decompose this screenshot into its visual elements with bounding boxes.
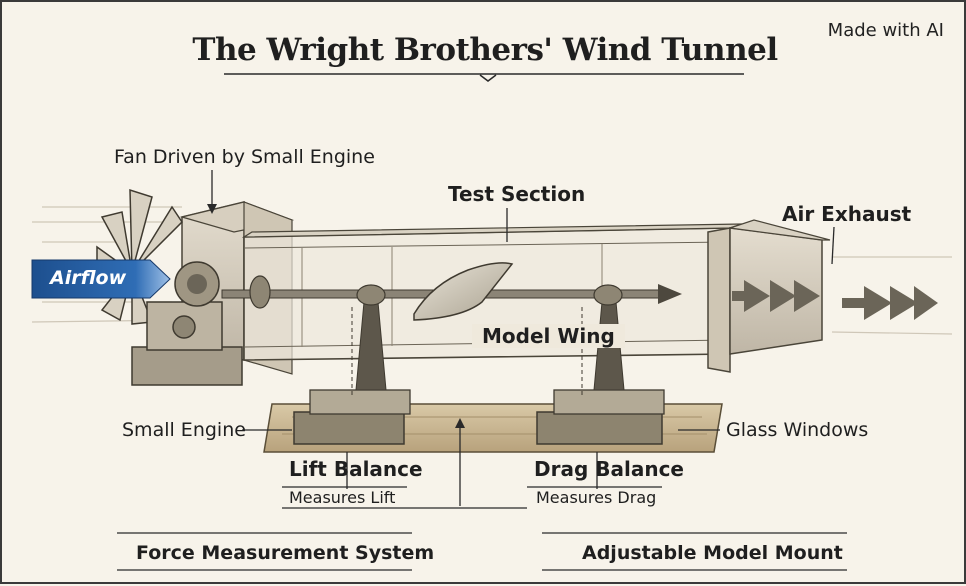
label-drag-sub: Measures Drag <box>536 488 657 507</box>
label-fan: Fan Driven by Small Engine <box>114 146 375 168</box>
small-engine-machine <box>131 261 271 386</box>
leader-lines <box>117 170 847 571</box>
diagram-title: The Wright Brothers' Wind Tunnel <box>192 32 778 68</box>
label-lift-balance: Lift Balance <box>289 457 423 481</box>
airflow-streaks <box>31 206 953 335</box>
model-wing-shape <box>413 262 514 321</box>
force-pointer <box>455 418 465 428</box>
title-underline <box>224 73 744 82</box>
exhaust-arrows <box>732 280 938 320</box>
label-glass-windows: Glass Windows <box>726 419 869 441</box>
label-drag-balance: Drag Balance <box>534 457 684 481</box>
label-adjustable-mount: Adjustable Model Mount <box>582 542 843 564</box>
airflow-arrow <box>31 259 171 299</box>
label-lift-sub: Measures Lift <box>289 488 396 507</box>
lift-balance-device <box>293 284 411 445</box>
label-test-section: Test Section <box>448 182 586 206</box>
fan-pointer <box>207 204 217 214</box>
label-airflow: Airflow <box>50 267 127 289</box>
label-air-exhaust: Air Exhaust <box>782 202 912 226</box>
label-small-engine: Small Engine <box>122 419 246 441</box>
label-force-system: Force Measurement System <box>136 542 435 564</box>
made-with-ai-badge: Made with AI <box>827 20 944 41</box>
label-model-wing: Model Wing <box>472 324 625 348</box>
exhaust-cone <box>707 219 831 373</box>
